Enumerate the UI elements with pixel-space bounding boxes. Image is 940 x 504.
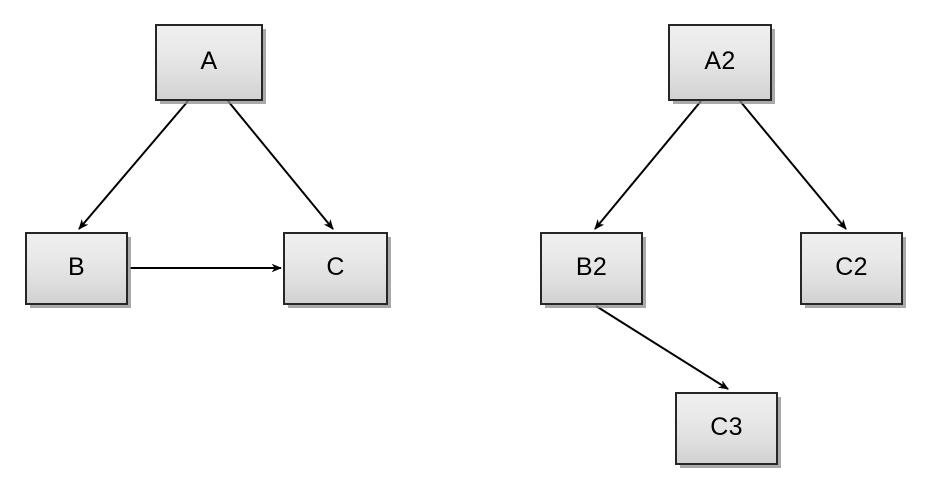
node-c3-label: C3 <box>710 413 743 441</box>
edge-a2-to-c2 <box>739 100 847 229</box>
node-a[interactable]: A <box>155 24 263 101</box>
node-a2-label: A2 <box>704 47 736 75</box>
node-c2-label: C2 <box>835 253 868 281</box>
node-b2[interactable]: B2 <box>540 232 643 305</box>
edge-a-to-c <box>227 100 334 229</box>
node-c2[interactable]: C2 <box>800 232 903 305</box>
node-c[interactable]: C <box>283 232 388 305</box>
node-b-label: B <box>68 253 85 281</box>
node-a2[interactable]: A2 <box>668 24 772 101</box>
node-c-label: C <box>326 253 345 281</box>
node-b2-label: B2 <box>575 253 608 281</box>
node-c3[interactable]: C3 <box>675 392 778 465</box>
edge-a-to-b <box>78 100 189 229</box>
edge-a2-to-b2 <box>594 100 702 229</box>
node-b[interactable]: B <box>25 232 128 305</box>
node-a-label: A <box>200 47 218 75</box>
edge-b2-to-c3 <box>595 305 728 390</box>
